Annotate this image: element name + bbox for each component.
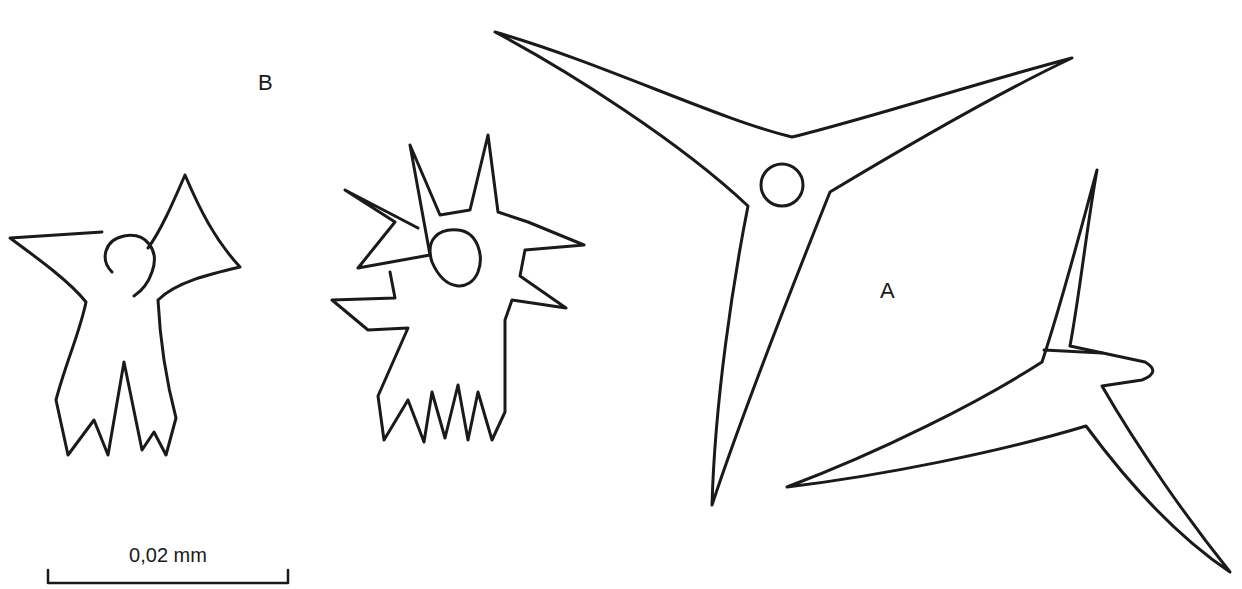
scale-bar — [48, 570, 288, 583]
triactine-spicule — [787, 170, 1230, 572]
triactine-spicule — [495, 32, 1072, 505]
spiny-spicule — [10, 175, 240, 455]
spicule-head — [105, 235, 154, 296]
figure-letter: B — [258, 72, 273, 94]
figure-letter: A — [880, 280, 895, 302]
spiny-spicule — [332, 135, 584, 442]
spicule-canal — [761, 164, 803, 206]
spicule-head — [430, 230, 480, 286]
scale-label: 0,02 mm — [129, 545, 207, 565]
spicule-ray-edge — [1044, 350, 1102, 353]
